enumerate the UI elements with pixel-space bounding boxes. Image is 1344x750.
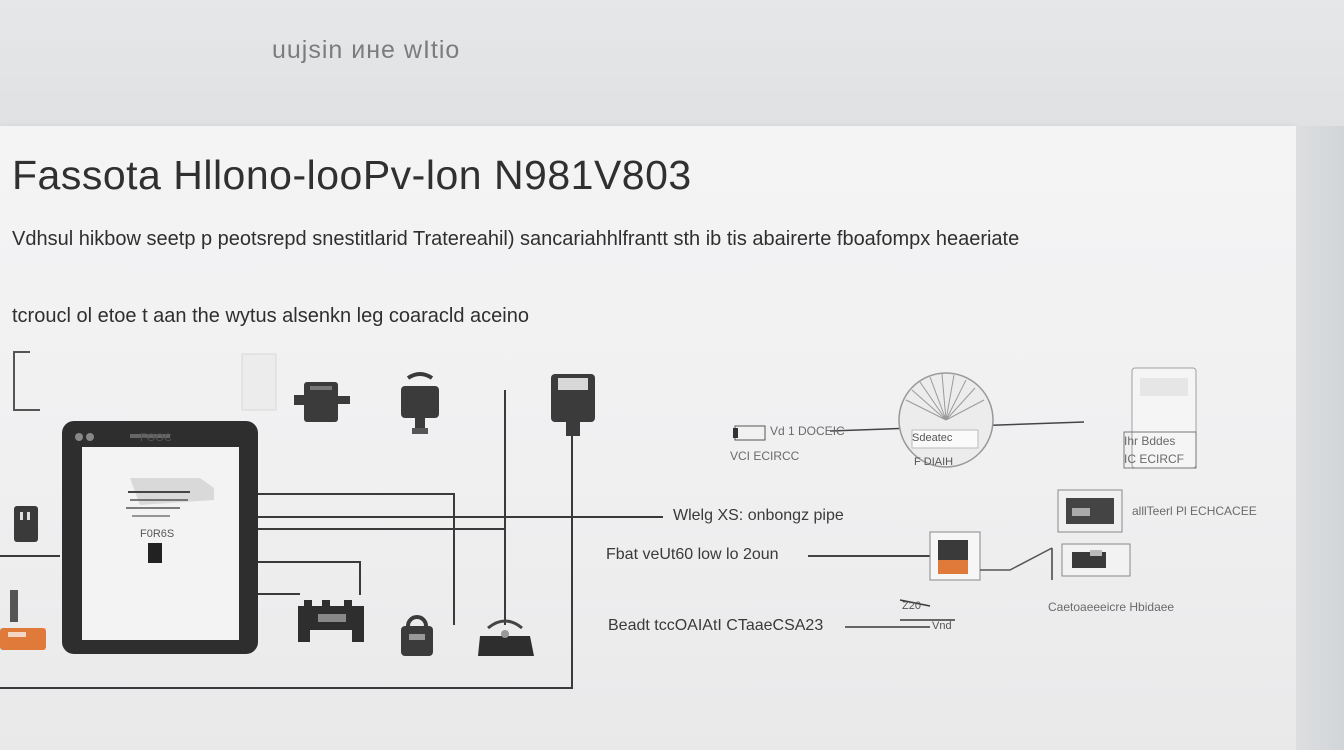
hub-fan-device <box>898 372 994 468</box>
left-orange-port <box>0 590 46 650</box>
top-connector-3 <box>551 374 595 436</box>
right-card-label-2: IC ECIRCF <box>1124 452 1184 466</box>
right-edge-strip <box>1296 126 1344 750</box>
left-module-label-bottom: VCI ECIRCC <box>730 449 800 463</box>
line-label-2: Fbat veUt60 low lo 2oun <box>606 546 779 563</box>
tablet-brand-label: FOOC <box>140 432 172 444</box>
right-module-top <box>1057 489 1123 533</box>
ghost-box <box>241 353 277 411</box>
hub-tag-label: Sdeatec <box>912 432 953 444</box>
bottom-connector-1 <box>298 600 364 642</box>
right-label-1: alllTeerl Pl ECHCACEE <box>1132 504 1257 518</box>
right-card-label-1: Ihr Bddes <box>1124 434 1176 448</box>
right-label-2: Caetoaeeeicre Hbidaee <box>1048 600 1175 614</box>
left-module-label-top: Vd 1 DOCEIC <box>770 424 845 438</box>
page-subtitle: Vdhsul hikbow seetp p peotsrepd snestitl… <box>12 228 1020 250</box>
junction-box <box>808 531 1053 581</box>
tablet-cable-lines <box>0 390 663 689</box>
header-label: uujsin ине wItio <box>272 36 461 64</box>
line-label-3-tag-b: Vnd <box>932 620 952 632</box>
bottom-leader <box>845 599 955 628</box>
line-label-main: Wlelg XS: onbongz pipe <box>673 507 844 524</box>
bottom-connector-3 <box>478 619 534 656</box>
left-plug-connector <box>0 506 60 557</box>
line-label-3-tag: Z20 <box>902 600 921 612</box>
left-bracket <box>13 351 40 411</box>
page-title: Fassota Hllono-looPv-lon N981V803 <box>12 152 692 198</box>
top-band <box>0 0 1344 126</box>
line-label-3: Beadt tccOAIAtI CTaaeCSA23 <box>608 617 824 634</box>
top-connector-1 <box>294 382 350 422</box>
bottom-connector-2 <box>401 615 433 656</box>
right-card-device <box>1123 367 1197 469</box>
right-module-bottom <box>1051 543 1131 580</box>
hub-tag-label-2: F DIAIH <box>914 456 954 468</box>
tablet-device <box>62 421 258 654</box>
diagram-caption: tcroucl ol etoe t aan the wytus alsenkn … <box>12 305 529 327</box>
tablet-screen-label: F0R6S <box>140 528 175 540</box>
top-connector-2 <box>401 372 439 434</box>
